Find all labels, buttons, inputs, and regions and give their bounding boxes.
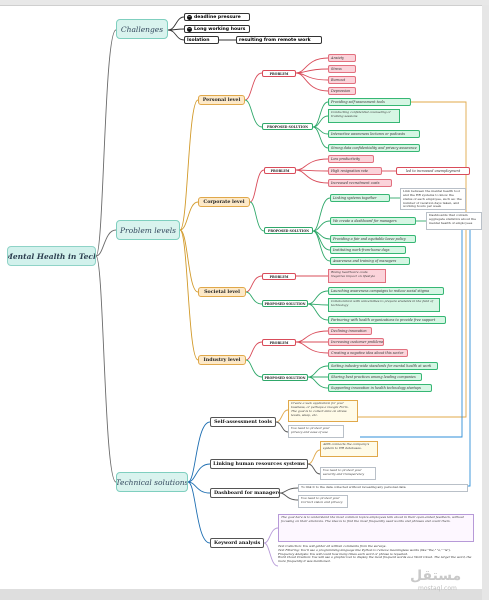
- industry-solution-tag[interactable]: PROPOSED SOLUTION: [262, 374, 308, 381]
- isolation-note[interactable]: resulting from remote work: [236, 36, 322, 44]
- personal-problem-tag[interactable]: PROBLEM: [262, 70, 296, 77]
- corporate-solution-tag[interactable]: PROPOSED SOLUTION: [264, 227, 313, 234]
- level-personal[interactable]: Personal level: [198, 95, 245, 105]
- corporate-problem-costs[interactable]: Increased recruitment costs: [328, 179, 392, 187]
- tech-dashboard-vision[interactable]: You need to protect your Correct vision …: [298, 495, 348, 508]
- tech-keyword-analysis[interactable]: Keyword analysis: [210, 538, 264, 548]
- societal-solution-tag[interactable]: PROPOSED SOLUTION: [262, 300, 308, 307]
- minus-icon: −: [187, 14, 192, 20]
- societal-solution-partnering[interactable]: Partnering with health organizations to …: [328, 316, 446, 324]
- tech-self-assessment[interactable]: Self-assessment tools: [210, 417, 276, 427]
- industry-problem-negative-idea[interactable]: Creating a negative idea about this sect…: [328, 349, 408, 357]
- personal-problem-stress[interactable]: Stress: [328, 65, 356, 73]
- tech-dashboard[interactable]: Dashboard for managers: [210, 488, 280, 498]
- industry-problem-innovation[interactable]: Declining innovation: [328, 327, 372, 335]
- societal-problem-tag[interactable]: PROBLEM: [262, 273, 296, 280]
- level-societal[interactable]: Societal level: [198, 287, 246, 297]
- corporate-solution-training[interactable]: Awareness and training of managers: [330, 257, 410, 265]
- minus-icon: −: [187, 26, 192, 32]
- corporate-dashboard-note[interactable]: Dashboards that contain aggregate statis…: [426, 212, 482, 230]
- industry-solution-best-practices[interactable]: Sharing best practices among leading com…: [328, 373, 422, 381]
- tech-hr-linking-note[interactable]: APIS connects the company's system to HR…: [320, 441, 378, 457]
- industry-problem-tag[interactable]: PROBLEM: [262, 339, 296, 346]
- personal-solution-awareness[interactable]: Interactive awareness lectures or podcas…: [328, 130, 420, 138]
- corporate-problem-productivity[interactable]: Low productivity: [328, 155, 374, 163]
- tech-hr-linking[interactable]: Linking human resources systems: [210, 459, 308, 469]
- watermark-url: mostaql.com: [418, 585, 457, 592]
- corporate-linking-note[interactable]: Link between the mental health tool and …: [400, 188, 466, 210]
- corporate-solution-leave-policy[interactable]: Providing a fair and equitable leave pol…: [330, 235, 416, 243]
- corporate-solution-linking[interactable]: Linking systems together: [330, 194, 390, 202]
- corporate-problem-resignation[interactable]: High resignation rate: [328, 167, 382, 175]
- tech-keyword-note[interactable]: The goal here is to understand the most …: [278, 514, 474, 542]
- branch-challenges[interactable]: Challenges: [116, 19, 168, 39]
- top-ruler: [0, 0, 489, 6]
- challenge-label: deadline pressure: [194, 14, 241, 20]
- tech-self-assessment-privacy[interactable]: You need to protect your privacy and eas…: [288, 425, 344, 438]
- challenge-isolation[interactable]: Isolation: [184, 36, 219, 44]
- central-topic[interactable]: Mental Health in Tech: [7, 246, 96, 266]
- personal-solution-counseling[interactable]: Conducting confidential counseling or tr…: [328, 109, 400, 123]
- level-corporate[interactable]: Corporate level: [198, 197, 250, 207]
- watermark-logo: مستقل: [410, 568, 462, 584]
- challenge-long-working-hours[interactable]: −Long working hours: [184, 25, 250, 33]
- note-label: resulting from remote work: [239, 37, 311, 43]
- industry-solution-startups[interactable]: Supporting innovation in health technolo…: [328, 384, 432, 392]
- right-edge: [482, 5, 489, 600]
- personal-solution-tag[interactable]: PROPOSED SOLUTION: [262, 123, 313, 130]
- personal-problem-depression[interactable]: Depression: [328, 87, 356, 95]
- challenge-deadline-pressure[interactable]: −deadline pressure: [184, 13, 250, 21]
- corporate-solution-wfh[interactable]: Instituting work-from-home days: [330, 246, 406, 254]
- branch-technical-solutions[interactable]: Technical solutions: [116, 472, 188, 492]
- personal-solution-self-assessment[interactable]: Providing self-assessment tools: [328, 98, 411, 106]
- level-industry[interactable]: Industry level: [198, 355, 246, 365]
- industry-solution-standards[interactable]: Setting industry-wide standards for ment…: [328, 362, 438, 370]
- personal-solution-privacy[interactable]: Strong data confidentiality and privacy …: [328, 144, 420, 152]
- bottom-edge: [0, 589, 482, 600]
- personal-problem-burnout[interactable]: Burnout: [328, 76, 356, 84]
- branch-problem-levels[interactable]: Problem levels: [116, 220, 180, 240]
- societal-problems[interactable]: Rising healthcare costs Negative impact …: [328, 269, 386, 283]
- societal-problem-lifestyle: Negative impact on lifestyle: [331, 273, 376, 278]
- corporate-solution-dashboard[interactable]: We create a dashboard for managers: [330, 217, 416, 225]
- tech-self-assessment-note[interactable]: Create a web application for your busine…: [288, 400, 358, 422]
- challenge-label: Isolation: [187, 37, 210, 43]
- corporate-problem-tag[interactable]: PROBLEM: [264, 167, 296, 174]
- tech-keyword-steps: Text Collection: You will gather all wri…: [278, 545, 472, 563]
- tech-dashboard-note[interactable]: To link it to the data collected without…: [298, 484, 468, 492]
- societal-problem-costs: Rising healthcare costs: [331, 270, 368, 274]
- tech-hr-linking-security[interactable]: You need to protect your security and tr…: [320, 467, 376, 480]
- corporate-unemployment-note[interactable]: led to increased unemployment: [396, 167, 470, 175]
- societal-solution-universities[interactable]: Collaboration with universities to prepa…: [328, 298, 440, 312]
- challenge-label: Long working hours: [194, 26, 246, 32]
- societal-solution-campaigns[interactable]: Launching awareness campaigns to reduce …: [328, 287, 444, 295]
- industry-problem-customers[interactable]: Increasing customer problems: [328, 338, 384, 346]
- personal-problem-anxiety[interactable]: Anxiety: [328, 54, 356, 62]
